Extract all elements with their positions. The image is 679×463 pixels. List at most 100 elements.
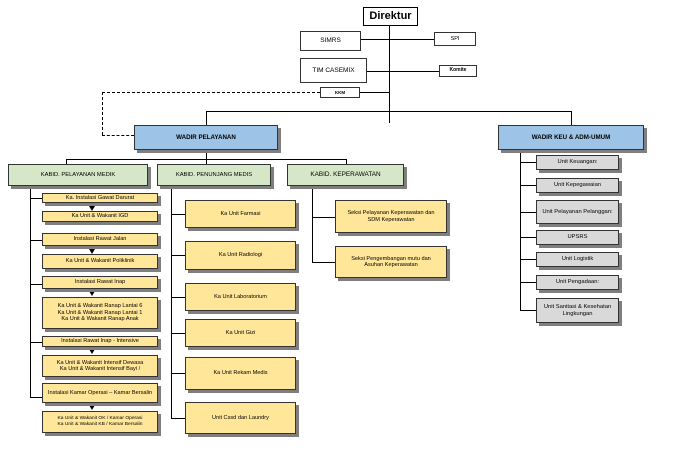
penunjang-item: Ka Unit Radiologi xyxy=(185,241,296,270)
penunjang-item-label: Ka Unit Farmasi xyxy=(220,210,261,217)
penunjang-item: Ka Unit Gizi xyxy=(185,319,296,347)
connector-line xyxy=(389,26,390,123)
kabid-penunjang-box: KABID. PENUNJANG MEDIS xyxy=(157,164,271,186)
kabid-keperawatan-label: KABID. KEPERAWATAN xyxy=(310,171,381,179)
connector-line xyxy=(520,162,536,163)
medik-item-label: Ka Unit & Wakanit OK / Kamar Operasi Ka … xyxy=(57,416,143,427)
connector-line xyxy=(520,259,536,260)
medik-item: Ka Unit & Wakanit Intensif Dewasa Ka Uni… xyxy=(42,355,158,377)
connector-line xyxy=(312,262,335,263)
medik-item-label: Ka Unit & Wakanit Poliklinik xyxy=(65,258,135,265)
connector-line xyxy=(171,418,185,419)
medik-item: Instalasi Rawat Jalan xyxy=(42,233,158,246)
medik-item-label: Instalasi Rawat Inap - Intensive xyxy=(61,338,139,345)
penunjang-item: Unit Cssd dan Laundry xyxy=(185,402,296,434)
keu-item: Unit Pengadaan: xyxy=(536,275,619,290)
arrow-down-icon xyxy=(89,405,95,410)
connector-line xyxy=(171,214,185,215)
wadir-keu-label: WADIR KEU & ADM-UMUM xyxy=(531,133,611,141)
medik-item-label: Instalasi Kamar Operasi – Kamar Bersalin xyxy=(47,389,153,396)
connector-line xyxy=(30,198,42,199)
kabid-penunjang-label: KABID. PENUNJANG MEDIS xyxy=(175,171,253,178)
connector-line xyxy=(361,39,434,40)
keu-item-label: Unit Keuangan: xyxy=(557,159,598,166)
penunjang-item: Ka Unit Laboratorium xyxy=(185,283,296,311)
connector-line xyxy=(312,186,313,262)
arrow-down-icon xyxy=(89,349,95,354)
connector-line xyxy=(171,297,185,298)
connector-line xyxy=(520,237,536,238)
dashed-connector xyxy=(102,92,320,93)
connector-line xyxy=(520,212,536,213)
medik-item: Ka. Instalasi Gawat Darurat xyxy=(42,193,158,203)
arrow-down-icon xyxy=(89,291,95,296)
simrs-box: SIMRS xyxy=(300,31,361,51)
keu-item: Unit Sanitasi & Kesehatan Lingkungan xyxy=(536,298,619,323)
keu-item-label: Unit Kepegawaian xyxy=(553,182,602,189)
connector-line xyxy=(171,255,185,256)
connector-line xyxy=(30,240,42,241)
arrow-down-icon xyxy=(89,206,95,211)
connector-line xyxy=(206,159,207,164)
keu-item: Unit Kepegawaian xyxy=(536,178,619,193)
kabid-medik-label: KABID. PELAYANAN MEDIK xyxy=(40,171,116,178)
connector-line xyxy=(30,284,42,285)
connector-line xyxy=(520,310,536,311)
wadir-pelayanan-label: WADIR PELAYANAN xyxy=(176,133,236,141)
direktur-label: Direktur xyxy=(369,10,412,23)
connector-line xyxy=(171,333,185,334)
keperawatan-item: Seksi Pengembangan mutu dan Asuhan Keper… xyxy=(335,246,447,278)
connector-line xyxy=(91,403,92,406)
keu-item-label: Unit Logistik xyxy=(561,256,594,263)
medik-item: Ka Unit & Wakanit Poliklinik xyxy=(42,254,158,269)
penunjang-item-label: Unit Cssd dan Laundry xyxy=(212,414,269,421)
keu-item: Unit Pelayanan Pelanggan: xyxy=(536,200,619,224)
keu-item: Unit Keuangan: xyxy=(536,155,619,170)
medik-item-label: Instalasi Rawat Inap xyxy=(74,279,126,286)
wadir-pelayanan-box: WADIR PELAYANAN xyxy=(134,125,278,150)
medik-item: Ka Unit & Wakanit OK / Kamar Operasi Ka … xyxy=(42,411,158,433)
connector-line xyxy=(66,159,67,164)
kkm-label: KKM xyxy=(334,89,346,95)
medik-item-label: Ka Unit & Wakanit Ranap Lantai 6 Ka Unit… xyxy=(57,303,143,323)
connector-line xyxy=(30,397,42,398)
medik-item-label: Ka Unit & Wakanit IGD xyxy=(71,213,129,220)
connector-line xyxy=(30,186,31,397)
medik-item: Instalasi Rawat Inap - Intensive xyxy=(42,336,158,347)
dashed-connector xyxy=(102,92,103,135)
kkm-box: KKM xyxy=(320,87,360,98)
spi-box: SPI xyxy=(434,32,476,46)
keu-item-label: Unit Sanitasi & Kesehatan Lingkungan xyxy=(543,303,612,317)
connector-line xyxy=(520,185,536,186)
connector-line xyxy=(30,342,42,343)
connector-line xyxy=(171,186,172,418)
connector-line xyxy=(91,246,92,250)
medik-item: Instalasi Kamar Operasi – Kamar Bersalin xyxy=(42,383,158,403)
medik-item: Ka Unit & Wakanit IGD xyxy=(42,211,158,222)
dashed-connector xyxy=(102,135,134,136)
tim-casemix-box: TIM CASEMIX xyxy=(300,58,367,83)
keu-item: UPSRS xyxy=(536,230,619,245)
tim-casemix-label: TIM CASEMIX xyxy=(312,66,355,74)
connector-line xyxy=(206,150,207,159)
komite-label: Komite xyxy=(449,67,467,74)
connector-line xyxy=(571,111,572,125)
keperawatan-item-label: Seksi Pengembangan mutu dan Asuhan Keper… xyxy=(351,255,431,268)
keperawatan-item-label: Seksi Pelayanan Keperawatan dan SDM Kepe… xyxy=(347,210,435,223)
connector-line xyxy=(346,159,347,164)
direktur-box: Direktur xyxy=(363,7,418,26)
penunjang-item: Ka Unit Farmasi xyxy=(185,200,296,228)
connector-line xyxy=(91,346,92,350)
penunjang-item-label: Ka Unit Rekam Medis xyxy=(213,370,268,377)
medik-item-label: Ka. Instalasi Gawat Darurat xyxy=(65,194,135,201)
connector-line xyxy=(91,203,92,207)
connector-line xyxy=(520,282,536,283)
connector-line xyxy=(312,217,335,218)
connector-line xyxy=(360,92,389,93)
penunjang-item-label: Ka Unit Laboratorium xyxy=(214,293,267,300)
keu-item: Unit Logistik xyxy=(536,252,619,267)
penunjang-item: Ka Unit Rekam Medis xyxy=(185,357,296,390)
medik-item: Ka Unit & Wakanit Ranap Lantai 6 Ka Unit… xyxy=(42,297,158,329)
connector-line xyxy=(206,111,207,125)
